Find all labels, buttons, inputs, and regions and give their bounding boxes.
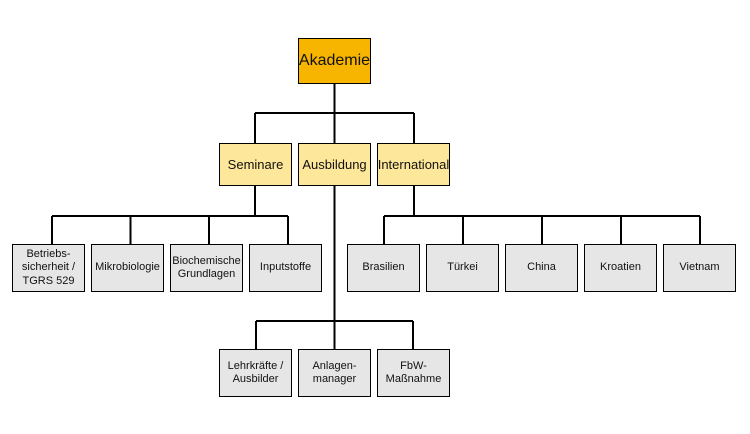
node-label: Akademie — [298, 52, 371, 70]
node-label: Vietnam — [679, 261, 720, 274]
node-label: International — [377, 156, 450, 172]
node-label: Biochemische Grundlagen — [172, 254, 241, 280]
node-biochemische-grundlagen: Biochemische Grundlagen — [170, 244, 243, 292]
node-label: Betriebs- sicherheit / TGRS 529 — [21, 248, 76, 287]
node-label: Brasilien — [362, 261, 405, 274]
node-tuerkei: Türkei — [426, 244, 499, 292]
node-inputstoffe: Inputstoffe — [249, 244, 322, 292]
node-betriebssicherheit: Betriebs- sicherheit / TGRS 529 — [12, 244, 85, 292]
node-label: Inputstoffe — [259, 261, 312, 274]
node-ausbildung: Ausbildung — [298, 143, 371, 186]
node-mikrobiologie: Mikrobiologie — [91, 244, 164, 292]
node-label: China — [527, 261, 556, 274]
node-brasilien: Brasilien — [347, 244, 420, 292]
node-fbw-massnahme: FbW- Maßnahme — [377, 349, 450, 397]
node-label: Seminare — [227, 156, 284, 172]
node-label: Lehrkräfte / Ausbilder — [227, 359, 284, 385]
node-seminare: Seminare — [219, 143, 292, 186]
node-international: International — [377, 143, 450, 186]
node-anlagenmanager: Anlagen- manager — [298, 349, 371, 397]
node-label: FbW- Maßnahme — [385, 359, 442, 385]
node-label: Mikrobiologie — [95, 261, 160, 274]
node-vietnam: Vietnam — [663, 244, 736, 292]
node-akademie: Akademie — [298, 38, 371, 84]
node-china: China — [505, 244, 578, 292]
node-label: Ausbildung — [302, 156, 367, 172]
node-label: Anlagen- manager — [312, 359, 357, 385]
node-lehrkraefte-ausbilder: Lehrkräfte / Ausbilder — [219, 349, 292, 397]
node-label: Kroatien — [600, 261, 641, 274]
node-label: Türkei — [447, 261, 478, 274]
node-kroatien: Kroatien — [584, 244, 657, 292]
